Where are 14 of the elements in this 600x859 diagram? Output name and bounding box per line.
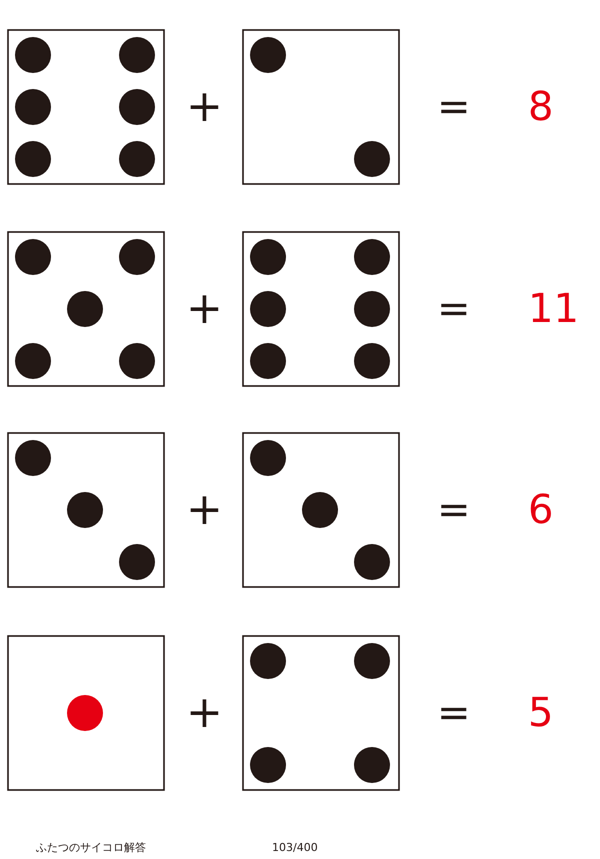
equals-sign: = (437, 693, 471, 733)
plus-sign: + (186, 287, 223, 331)
plus-sign: + (186, 488, 223, 532)
answer-number: 11 (528, 289, 579, 329)
answer-number: 6 (528, 490, 554, 530)
equals-sign: = (437, 289, 471, 329)
plus-sign: + (186, 691, 223, 735)
answer-number: 8 (528, 87, 554, 127)
plus-sign: + (186, 85, 223, 129)
answer-number: 5 (528, 693, 554, 733)
footer-title: ふたつのサイコロ解答 (36, 842, 146, 853)
equals-sign: = (437, 87, 471, 127)
equals-sign: = (437, 490, 471, 530)
page-number: 103/400 (272, 842, 318, 853)
